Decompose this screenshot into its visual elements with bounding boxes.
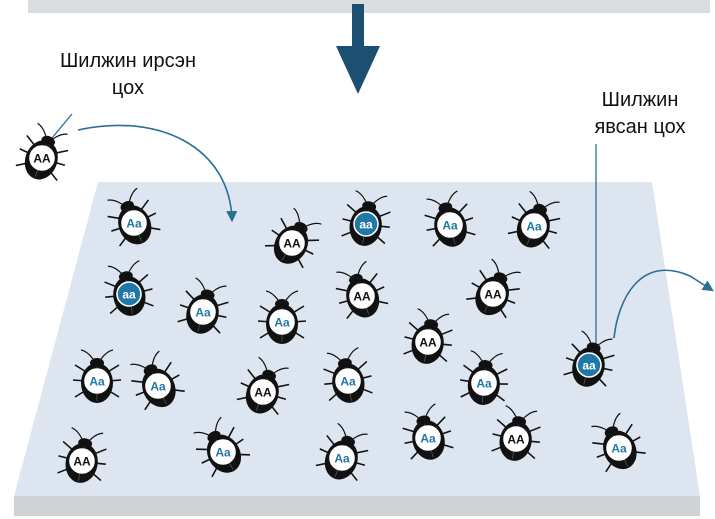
genotype-label: AA [73,455,91,469]
genotype-label: Aa [215,446,231,460]
emigrant-label-line2: явсан цох [594,116,686,138]
beetle: aa [104,260,154,316]
beetle: AA [403,308,453,364]
genotype-label: aa [122,288,136,302]
genotype-label: Aa [476,377,492,391]
genotype-badge [415,425,441,451]
genotype-badge [503,426,529,452]
genotype-badge [210,439,236,465]
emigrant-label-line1: Шилжин [601,89,679,111]
beetle: Aa [402,403,454,460]
genotype-label: Aa [442,219,458,233]
genotype-label: Aa [150,380,166,394]
genotype-label: Aa [526,220,542,234]
genotype-badge [521,213,547,239]
beetle: Aa [315,422,369,482]
beetle: Aa [424,190,476,247]
genotype-label: AA [283,237,301,251]
genotype-label: aa [582,359,596,373]
genotype-label: Aa [340,375,356,389]
genotype-label: AA [507,433,525,447]
emigrant-curved-arrow-icon [613,269,714,339]
genotype-badge [145,373,171,399]
genotype-badge [269,309,295,335]
beetle: Aa [460,350,509,405]
emigrant-label: Шилжин явсан цох [575,87,705,141]
immigrant-pointer-line [51,113,73,139]
beetle: Aa [257,290,307,344]
genotype-badge [279,230,305,256]
genotype-label: AA [254,386,272,400]
genotype-badge [335,368,361,394]
beetle: Aa [107,187,161,247]
genotype-badge [329,445,355,471]
beetle: aa [341,190,391,246]
immigrant-beetle: AA [15,122,69,182]
down-arrow-icon [336,4,380,94]
genotype-badge [121,210,147,236]
emigrant-beetle: aa [563,330,615,387]
plane-bottom-edge [14,496,700,516]
genotype-badge [353,211,379,237]
beetle: Aa [591,412,646,473]
beetle: Aa [193,416,251,478]
immigrant-label-line1: Шилжин ирсэн [59,50,197,72]
genotype-badge [349,283,375,309]
top-bar [28,0,710,13]
beetle: Aa [507,190,561,250]
genotype-label: Aa [611,442,627,456]
genotype-label: Aa [195,306,211,320]
genotype-label: AA [33,152,51,166]
genotype-badge [437,212,463,238]
genotype-badge [471,370,497,396]
beetle: AA [236,356,290,416]
genotype-badge [116,281,142,307]
beetle: AA [491,405,541,461]
immigrant-label-line2: цох [111,77,145,99]
genotype-label: AA [353,290,371,304]
population-plane [14,182,700,496]
genotype-badge [69,448,95,474]
genotype-badge [190,299,216,325]
genotype-badge [84,368,110,394]
genotype-badge [480,281,506,307]
genotype-label: Aa [89,375,105,389]
genotype-label: Aa [126,217,142,231]
genotype-badge [250,379,276,405]
genotype-label: AA [419,336,437,350]
genotype-label: aa [359,218,373,232]
beetle: AA [264,207,322,269]
immigrant-label: Шилжин ирсэн цох [38,48,218,102]
beetle: Aa [177,277,229,334]
genotype-label: Aa [334,452,350,466]
genotype-badge [415,329,441,355]
genotype-badge [29,145,55,171]
genotype-label: Aa [420,432,436,446]
beetle: AA [335,260,389,320]
beetle: Aa [130,350,185,411]
beetle: AA [57,427,107,483]
genotype-label: AA [484,288,502,302]
genotype-label: Aa [274,316,290,330]
beetle: AA [466,258,521,319]
immigrant-curved-arrow-icon [77,124,238,223]
genotype-badge [606,435,632,461]
genotype-badge [576,352,602,378]
beetle: Aa [323,347,373,403]
beetle: Aa [72,349,122,403]
